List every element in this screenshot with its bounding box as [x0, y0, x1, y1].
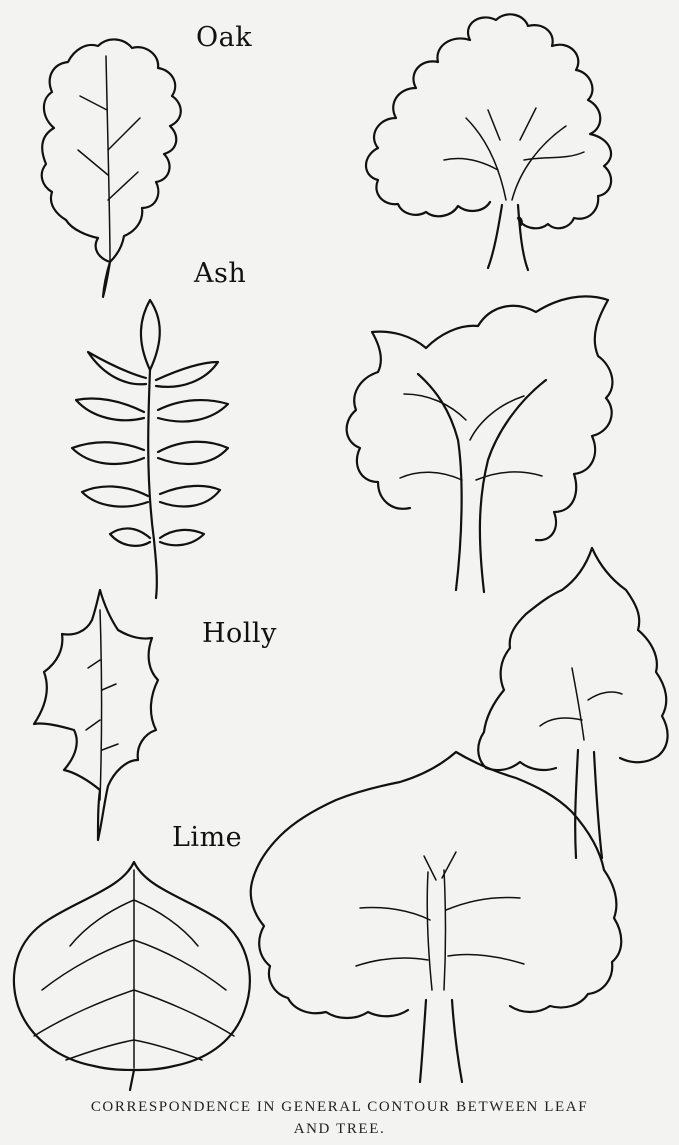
ash-label: Ash — [194, 258, 246, 289]
lime-leaf — [14, 862, 250, 1090]
figure-caption: CORRESPONDENCE IN GENERAL CONTOUR BETWEE… — [0, 1096, 679, 1140]
holly-label: Holly — [202, 618, 277, 649]
caption-line-1: CORRESPONDENCE IN GENERAL CONTOUR BETWEE… — [0, 1096, 679, 1118]
oak-label: Oak — [196, 22, 252, 53]
lime-label: Lime — [172, 822, 242, 853]
holly-leaf — [34, 590, 158, 840]
ash-leaf — [72, 300, 228, 598]
lime-tree — [251, 752, 622, 1082]
caption-line-2: AND TREE. — [0, 1118, 679, 1140]
oak-tree — [366, 14, 611, 270]
ash-tree — [347, 296, 613, 592]
oak-leaf — [42, 39, 181, 297]
